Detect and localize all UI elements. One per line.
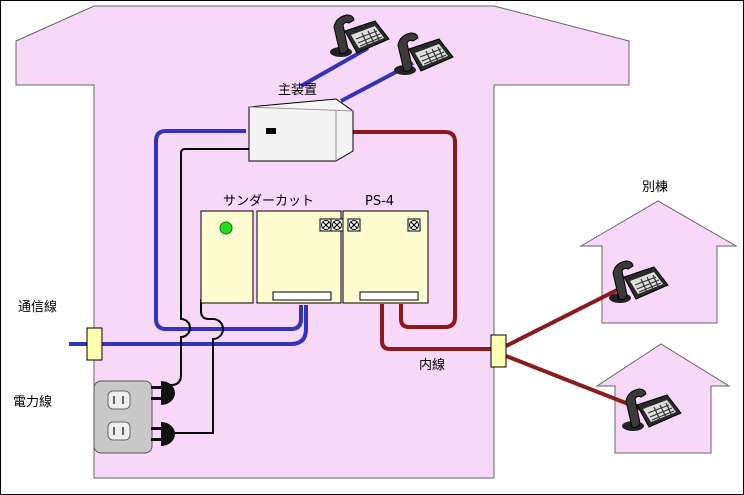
extension-label: 内線 (419, 358, 446, 373)
separate-building-upper (579, 200, 738, 324)
black-wires (161, 148, 249, 434)
comm-line-label: 通信線 (18, 300, 58, 315)
extension-connector (490, 334, 507, 368)
ps4-label: PS-4 (365, 194, 395, 209)
main-unit-label: 主装置 (278, 83, 318, 98)
main-unit (248, 98, 354, 162)
power-line-label: 電力線 (13, 395, 53, 410)
red-wires (353, 130, 642, 411)
separate-building-label: 別棟 (642, 180, 669, 195)
wall-outlet-icon (93, 380, 153, 454)
thunder-cut-label: サンダーカット (223, 194, 315, 209)
comm-line-connector (86, 327, 103, 361)
ps4-unit (342, 210, 429, 304)
thunder-cut-unit (200, 210, 344, 304)
